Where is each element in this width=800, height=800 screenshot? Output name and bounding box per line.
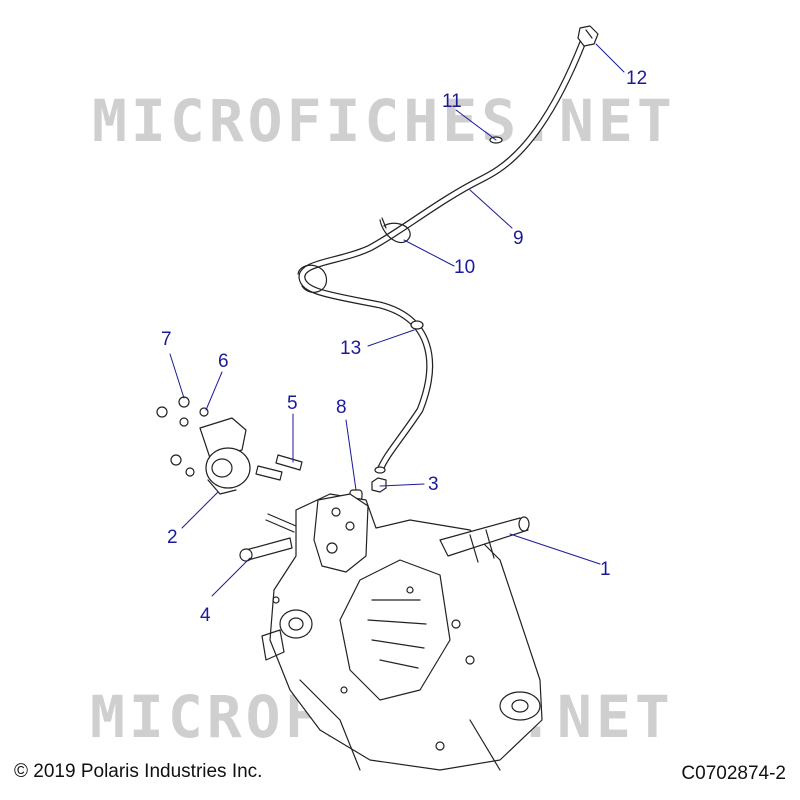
hose-fitting [577, 25, 599, 47]
callout-12: 12 [626, 68, 648, 89]
callout-8: 8 [336, 397, 347, 418]
callout-9: 9 [513, 228, 524, 249]
hose-loop-clip [297, 264, 328, 293]
nuts-6-7 [156, 396, 209, 477]
bolts-5 [255, 454, 303, 481]
hose-clamp-lower [410, 320, 424, 330]
callout-10: 10 [454, 257, 476, 278]
callout-5: 5 [287, 393, 298, 414]
leader-lines [169, 43, 625, 597]
hose-clamp-loop [379, 217, 411, 243]
callout-6: 6 [218, 351, 229, 372]
callout-4: 4 [200, 605, 211, 626]
callout-13: 13 [340, 338, 362, 359]
figure-code: C0702874-2 [681, 763, 786, 784]
stud [265, 513, 297, 533]
copyright-notice: © 2019 Polaris Industries Inc. [14, 761, 263, 782]
callout-11: 11 [442, 91, 462, 112]
bolt-4 [239, 537, 293, 562]
watermark-top: MICROFICHES.NET [92, 87, 676, 155]
callout-3: 3 [428, 474, 439, 495]
mount-bracket-2 [199, 417, 251, 495]
callout-7: 7 [161, 329, 172, 350]
nut-3 [371, 477, 387, 493]
transmission-assembly [261, 493, 543, 771]
vent-hose [298, 38, 587, 474]
callout-2: 2 [167, 527, 178, 548]
callout-1: 1 [600, 559, 611, 580]
